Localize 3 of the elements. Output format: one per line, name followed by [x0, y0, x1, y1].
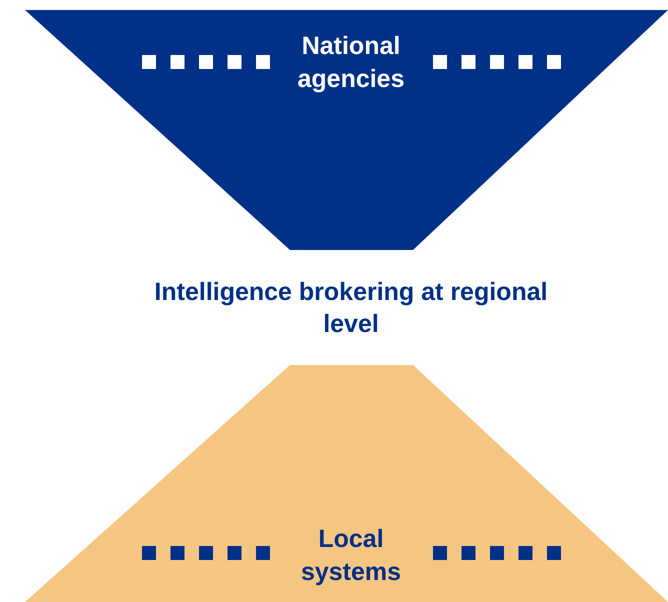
- node-label: National agencies: [296, 31, 406, 95]
- heading-text: Intelligence brokering at regional level: [153, 277, 549, 340]
- node-label: Local systems: [300, 524, 402, 588]
